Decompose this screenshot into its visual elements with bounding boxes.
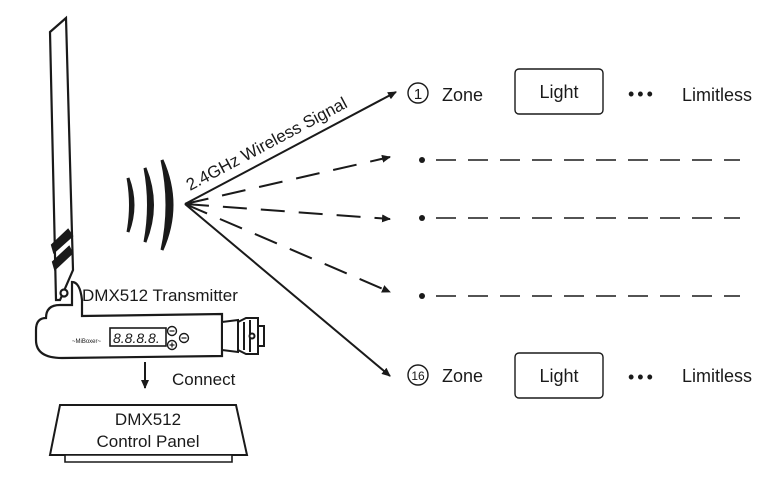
light-box: [514, 352, 604, 399]
light-label: Light: [539, 366, 578, 386]
transmitter-device: ~MiBoxer~ 8.8.8.8.: [34, 280, 224, 360]
signal-ray-zone-1: [184, 91, 397, 205]
device-brand-text: ~MiBoxer~: [72, 339, 102, 345]
ellipsis-dots: •••: [628, 367, 656, 387]
radio-wave-icon: [126, 159, 174, 251]
xlr-connector: [221, 317, 265, 355]
zone-number-circle: [407, 82, 429, 104]
transmitter-label: DMX512 Transmitter: [82, 286, 238, 305]
limitless-label: Limitless: [682, 85, 752, 105]
antenna-icon: [48, 15, 75, 302]
limitless-label: Limitless: [682, 366, 752, 386]
light-label: Light: [539, 82, 578, 102]
light-box: [514, 68, 604, 115]
zone-number: 1: [414, 86, 422, 103]
signal-ray-zone-16: [184, 203, 391, 377]
control-panel-box: DMX512 Control Panel: [48, 404, 249, 463]
zone-number: 16: [411, 369, 425, 383]
connect-label: Connect: [172, 370, 236, 389]
control-panel-line2: Control Panel: [96, 432, 199, 451]
control-panel-line1: DMX512: [115, 410, 181, 429]
zone-label: Zone: [442, 85, 483, 105]
signal-ray-dashed: [184, 203, 391, 223]
device-display: [109, 327, 167, 347]
zone-number-circle: [407, 364, 429, 386]
ellipsis-dots: •••: [628, 84, 656, 104]
device-display-digits: 8.8.8.8.: [113, 330, 160, 346]
signal-label: 2.4GHz Wireless Signal: [183, 93, 350, 194]
zone-row-1: 1 Zone Light ••• Limitless: [407, 68, 752, 115]
dashed-zone-lines: [419, 157, 740, 299]
signal-ray-dashed: [184, 154, 391, 205]
zone-row-16: 16 Zone Light ••• Limitless: [407, 352, 752, 399]
zone-label: Zone: [442, 366, 483, 386]
signal-rays: [184, 91, 397, 377]
